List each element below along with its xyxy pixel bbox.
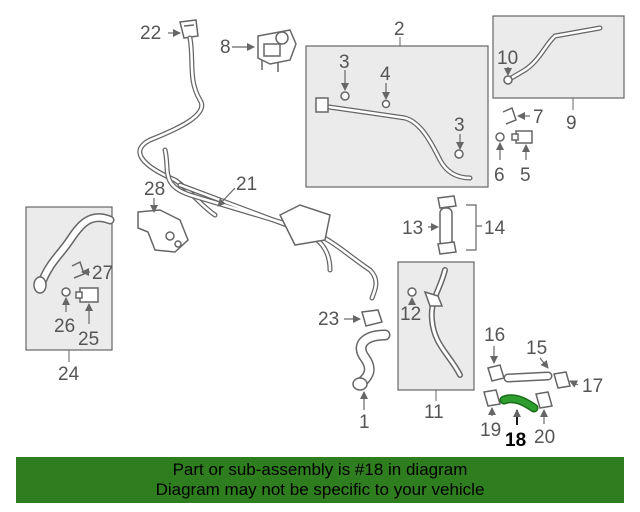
part-26-washer <box>61 287 71 297</box>
callout-27: 27 <box>92 263 113 284</box>
callout-10: 10 <box>497 48 518 69</box>
callout-20: 20 <box>534 427 555 448</box>
part-14-clamp-top <box>437 195 457 209</box>
callout-22: 22 <box>140 23 161 44</box>
callout-19: 19 <box>480 420 501 441</box>
callout-9: 9 <box>566 113 577 134</box>
callout-4: 4 <box>380 64 391 85</box>
part-12-washer <box>407 287 417 297</box>
part-6-washer <box>495 132 505 142</box>
callout-3b: 3 <box>454 115 465 136</box>
callout-21: 21 <box>236 174 257 195</box>
part-13-hose <box>439 207 453 247</box>
part-5-sensor <box>511 130 533 144</box>
part-14-clamp-bottom <box>437 241 457 255</box>
callout-11: 11 <box>424 402 444 423</box>
callout-15: 15 <box>526 338 547 359</box>
part-22-clip <box>179 19 199 39</box>
callout-16: 16 <box>484 325 505 346</box>
part-25-sensor <box>75 287 99 303</box>
callout-25: 25 <box>78 329 99 350</box>
part-17-clamp <box>553 371 571 389</box>
group-box-9 <box>492 15 625 99</box>
parts-diagram: 22 8 2 3 4 3 10 7 9 6 5 13 14 28 21 27 2… <box>25 15 625 451</box>
part-21-bracket <box>278 204 331 246</box>
part-8-valve <box>257 29 297 72</box>
banner-line-2: Diagram may not be specific to your vehi… <box>155 480 485 499</box>
callout-5: 5 <box>520 165 531 186</box>
callout-26: 26 <box>54 316 75 337</box>
group-box-11 <box>397 261 475 391</box>
callout-12: 12 <box>400 304 421 325</box>
callout-13: 13 <box>402 218 423 239</box>
part-23-clamp <box>361 309 383 327</box>
callout-2: 2 <box>394 19 405 40</box>
part-28-outlet <box>137 209 189 253</box>
callout-6: 6 <box>494 165 505 186</box>
callout-7: 7 <box>533 107 544 128</box>
callout-3a: 3 <box>339 52 350 73</box>
banner-line-1: Part or sub-assembly is #18 in diagram <box>172 460 468 479</box>
callout-8: 8 <box>220 37 231 58</box>
callout-14: 14 <box>484 218 506 239</box>
part-7-clip <box>502 106 517 125</box>
info-banner: Part or sub-assembly is #18 in diagram D… <box>16 457 624 503</box>
callout-17: 17 <box>582 376 603 397</box>
callout-24: 24 <box>58 364 80 385</box>
part-16-clamp <box>487 364 505 382</box>
callout-28: 28 <box>144 179 165 200</box>
part-20-clamp <box>535 391 553 409</box>
part-19-clamp <box>483 389 501 407</box>
callout-1: 1 <box>359 412 370 433</box>
callout-18: 18 <box>505 430 526 451</box>
callout-23: 23 <box>318 309 339 330</box>
